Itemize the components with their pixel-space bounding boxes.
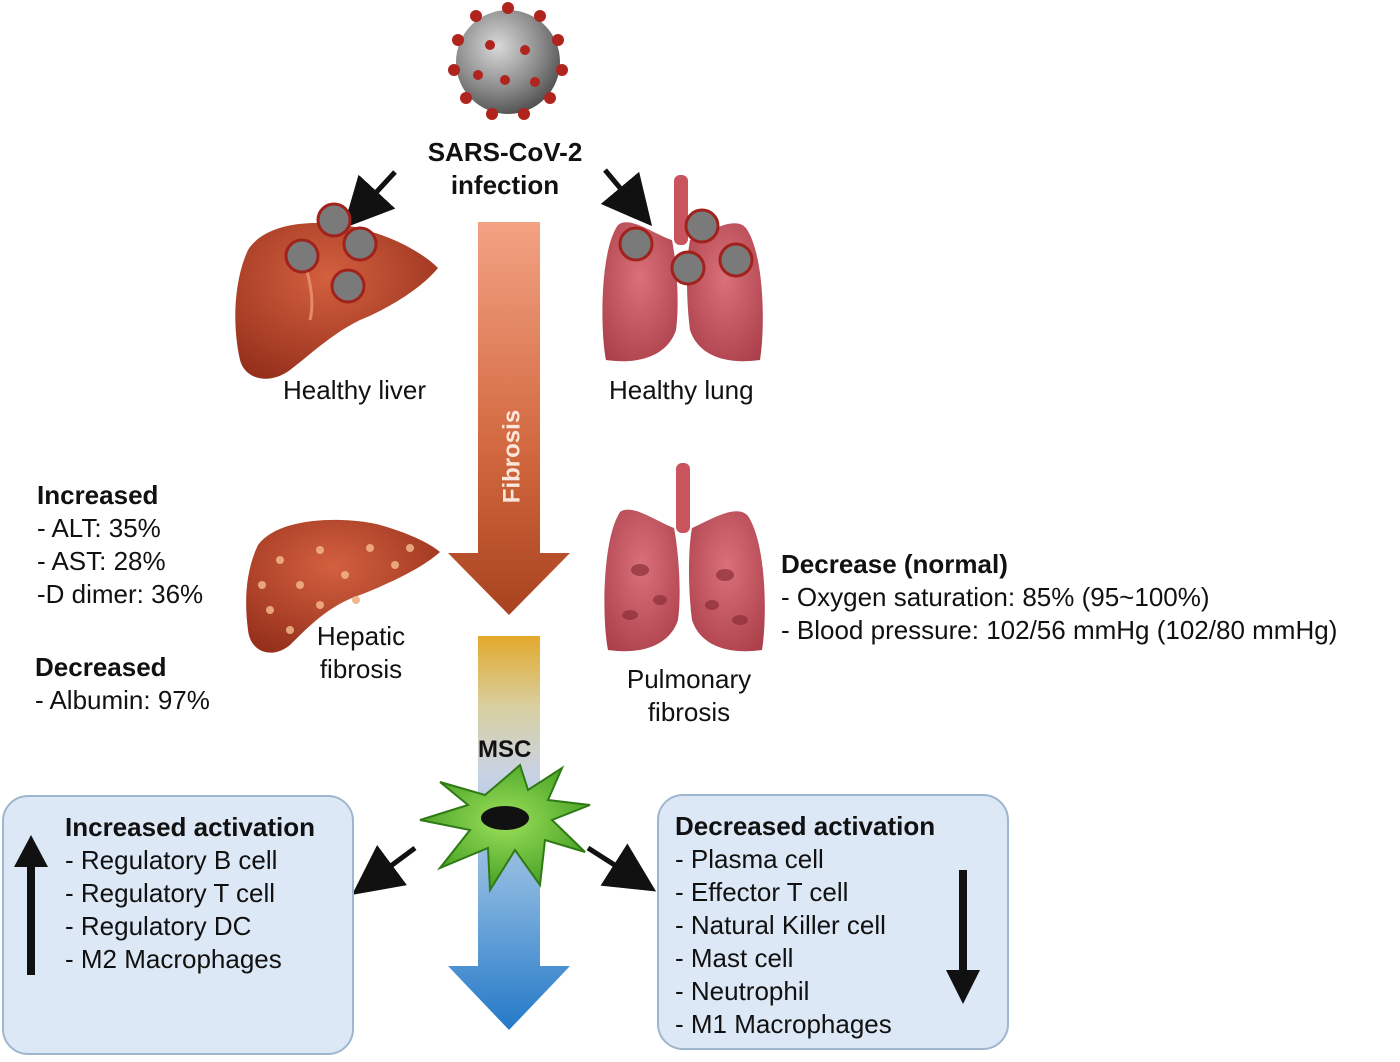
decreased-activation-box: Decreased activation - Plasma cell - Eff… [657, 794, 1009, 1050]
hepatic-fibrosis-line2: fibrosis [319, 654, 403, 684]
lung-marker-oxygen: - Oxygen saturation: 85% (95~100%) [781, 582, 1210, 612]
liver-marker-ast: - AST: 28% [37, 546, 166, 576]
arrow-to-liver [343, 170, 397, 229]
fibrosis-arrow [448, 222, 570, 615]
liver-markers: Increased - ALT: 35% - AST: 28% -D dimer… [37, 479, 203, 611]
arrow-to-decreased-box [586, 843, 657, 892]
virus-title-line2: infection [450, 170, 560, 200]
list-item: - Effector T cell [675, 877, 849, 907]
list-item: - M1 Macrophages [675, 1009, 892, 1039]
decreased-heading: Decreased [35, 652, 167, 682]
list-item: - Natural Killer cell [675, 910, 886, 940]
liver-decreased-markers: Decreased - Albumin: 97% [35, 651, 210, 717]
pulmonary-fibrosis-lung-icon [604, 463, 765, 652]
arrow-up-icon [14, 835, 48, 975]
arrow-to-lung [600, 168, 653, 227]
sars-cov-2-virus-icon [448, 2, 568, 120]
increased-activation-box: Increased activation - Regulatory B cell… [2, 795, 354, 1055]
lung-markers: Decrease (normal) - Oxygen saturation: 8… [781, 548, 1337, 647]
hepatic-fibrosis-liver-icon [246, 519, 440, 653]
list-item: - Neutrophil [675, 976, 810, 1006]
arrow-to-increased-box [351, 845, 417, 895]
liver-marker-alt: - ALT: 35% [37, 513, 161, 543]
liver-marker-albumin: - Albumin: 97% [35, 685, 210, 715]
liver-marker-d-dimer: -D dimer: 36% [37, 579, 204, 609]
fibrosis-label: Fibrosis [498, 409, 526, 504]
msc-cell-icon [419, 763, 591, 894]
list-item: - Regulatory B cell [65, 845, 278, 875]
decreased-activation-heading: Decreased activation [675, 811, 936, 841]
msc-label: MSC [478, 736, 532, 763]
decreased-activation-list: Decreased activation - Plasma cell - Eff… [675, 810, 935, 1041]
virus-title-line1: SARS-CoV-2 [427, 137, 583, 167]
increased-activation-list: Increased activation - Regulatory B cell… [65, 811, 315, 976]
list-item: - M2 Macrophages [65, 944, 282, 974]
list-item: - Regulatory T cell [65, 878, 276, 908]
hepatic-fibrosis-label: Hepatic fibrosis [300, 620, 422, 686]
list-item: - Regulatory DC [65, 911, 252, 941]
virus-title: SARS-CoV-2 infection [410, 136, 600, 202]
pulmonary-fibrosis-label: Pulmonary fibrosis [614, 663, 764, 729]
pulmonary-fibrosis-line1: Pulmonary [626, 664, 752, 694]
virus-particle-icon [618, 208, 754, 286]
arrow-down-icon [946, 870, 980, 1004]
increased-heading: Increased [37, 480, 159, 510]
healthy-liver-label: Healthy liver [283, 375, 427, 405]
lung-markers-heading: Decrease (normal) [781, 549, 1008, 579]
list-item: - Mast cell [675, 943, 794, 973]
healthy-lung-label: Healthy lung [609, 375, 754, 405]
hepatic-fibrosis-line1: Hepatic [316, 621, 406, 651]
virus-particle-icon [284, 202, 378, 304]
list-item: - Plasma cell [675, 844, 824, 874]
lung-marker-blood-pressure: - Blood pressure: 102/56 mmHg (102/80 mm… [781, 615, 1338, 645]
healthy-liver-icon [235, 223, 438, 379]
pulmonary-fibrosis-line2: fibrosis [647, 697, 731, 727]
increased-activation-heading: Increased activation [65, 812, 315, 842]
